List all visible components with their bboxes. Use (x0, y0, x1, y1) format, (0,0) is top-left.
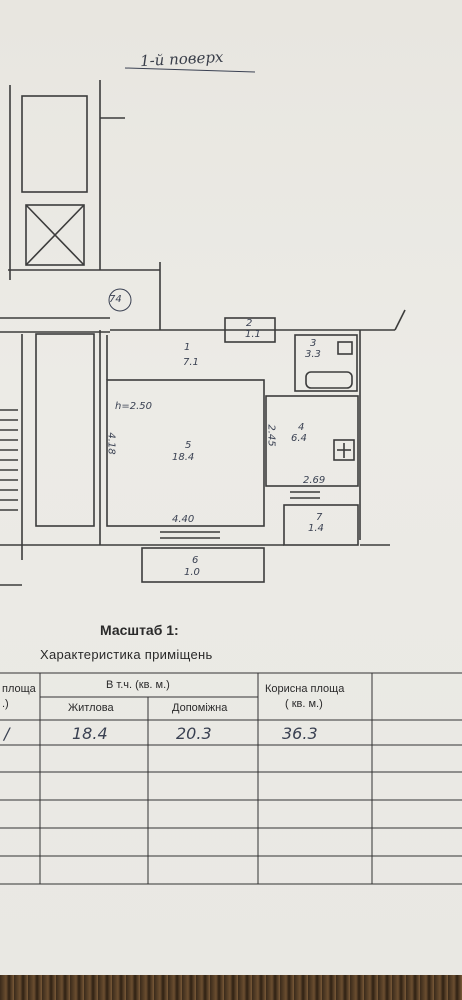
room-7-number: 7 (316, 512, 323, 523)
room-6-outline (141, 547, 265, 583)
room-2-outline (224, 317, 276, 343)
elevator-shaft (25, 204, 85, 266)
corridor-room (35, 333, 95, 527)
bathtub (305, 371, 353, 389)
room-4-outline (265, 395, 359, 487)
row1-living: 18.4 (72, 724, 108, 743)
room-7-outline (283, 504, 359, 546)
floor-underline (124, 67, 256, 73)
row1-useful: 36.3 (282, 724, 318, 743)
stove (333, 439, 355, 461)
dimension-kitchen-width: 2.69 (303, 475, 326, 486)
dimension-room5-width: 4.40 (172, 514, 195, 525)
height-note: h=2.50 (115, 401, 152, 412)
room-1-number: 1 (184, 342, 191, 353)
room-3-area: 3.3 (305, 349, 321, 360)
room-3-outline (294, 334, 358, 392)
row1-total: / (4, 724, 10, 743)
shaft-upper (21, 95, 88, 193)
row1-auxiliary: 20.3 (176, 724, 212, 743)
floor-plan (0, 67, 406, 586)
sink (337, 341, 353, 355)
room-6-area: 1.0 (184, 567, 200, 578)
room-2-number: 2 (246, 318, 253, 329)
building-number-circle (108, 288, 132, 312)
document-sheet (0, 0, 462, 975)
room-6-number: 6 (192, 555, 199, 566)
room-3-number: 3 (310, 338, 317, 349)
room-4-area: 6.4 (291, 433, 307, 444)
wooden-surface (0, 975, 462, 1000)
room-2-area: 1.1 (245, 329, 261, 340)
room-5-outline (106, 379, 265, 527)
room-7-area: 1.4 (308, 523, 324, 534)
scale-title: Масштаб 1: (100, 622, 179, 638)
header-useful-unit: ( кв. м.) (285, 698, 323, 710)
header-useful: Корисна площа (265, 683, 345, 695)
room-5-area: 18.4 (172, 452, 195, 463)
room-1-area: 7.1 (183, 357, 199, 368)
header-total-unit: .) (2, 698, 9, 710)
room-4-number: 4 (298, 422, 305, 433)
room-5-number: 5 (185, 440, 192, 451)
header-total-area: площа (2, 683, 36, 695)
header-living: Житлова (68, 702, 114, 714)
header-auxiliary: Допоміжна (172, 702, 228, 714)
building-number: 74 (109, 294, 122, 305)
table-caption: Характеристика приміщень (40, 647, 213, 662)
header-group: В т.ч. (кв. м.) (106, 679, 170, 691)
